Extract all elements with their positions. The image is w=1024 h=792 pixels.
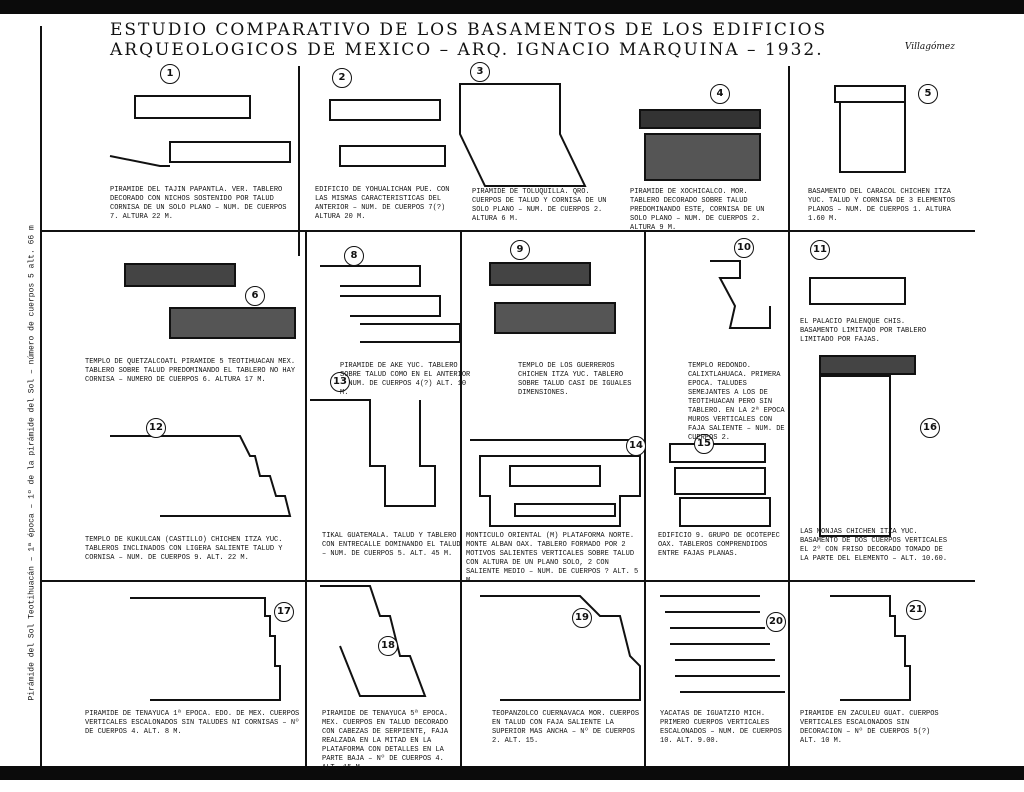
col-divider-e (644, 230, 646, 766)
plate-number: 5 (918, 84, 938, 104)
plate-caption: LAS MONJAS CHICHEN ITZA YUC. BASAMENTO D… (800, 528, 948, 563)
side-note-text: Pirámide del Sol Teotihuacán – 1ª época … (27, 225, 37, 701)
plate-number: 8 (344, 246, 364, 266)
sheet-left-frame (40, 26, 42, 766)
plate-number: 19 (572, 608, 592, 628)
bottom-border-bar (0, 766, 1024, 780)
plate-caption: YACATAS DE IGUATZIO MICH. PRIMERO CUERPO… (660, 710, 782, 745)
plate-caption: TIKAL GUATEMALA. TALUD Y TABLERO CON ENT… (322, 532, 461, 558)
plate-number: 21 (906, 600, 926, 620)
plate-caption: TEMPLO DE LOS GUERREROS CHICHEN ITZA YUC… (518, 362, 632, 397)
plate-caption: EL PALACIO PALENQUE CHIS. BASAMENTO LIMI… (800, 318, 927, 344)
plate-number: 18 (378, 636, 398, 656)
col-divider-c (305, 230, 307, 766)
plate-caption: PIRAMIDE EN ZACULEU GUAT. CUERPOS VERTIC… (800, 710, 939, 745)
plate-number: 6 (245, 286, 265, 306)
plate-caption: PIRAMIDE DE AKE YUC. TABLERO SOBRE TALUD… (340, 362, 471, 397)
plate-number: 15 (694, 434, 714, 454)
plate-caption: PIRAMIDE DE XOCHICALCO. MOR. TABLERO DEC… (630, 188, 765, 232)
col-divider-b (788, 66, 790, 766)
plate-caption: PIRAMIDE DEL TAJIN PAPANTLA. VER. TABLER… (110, 186, 287, 221)
plate-caption: TEMPLO DE KUKULCAN (CASTILLO) CHICHEN IT… (85, 536, 283, 562)
plate-caption: MONTICULO ORIENTAL (M) PLATAFORMA NORTE.… (466, 532, 639, 585)
plate-caption: TEMPLO DE QUETZALCOATL PIRAMIDE 5 TEOTIH… (85, 358, 296, 384)
top-border-bar (0, 0, 1024, 14)
plate-number: 10 (734, 238, 754, 258)
plate-number: 20 (766, 612, 786, 632)
plate-caption: EDIFICIO 9. GRUPO DE OCOTEPEC OAX. TABLE… (658, 532, 780, 558)
plate-number: 11 (810, 240, 830, 260)
plate-number: 3 (470, 62, 490, 82)
plate-caption: PIRAMIDE DE TENAYUCA 1ª EPOCA. EDO. DE M… (85, 710, 300, 736)
profile-drawings (109, 83, 916, 701)
plate-caption: TEMPLO REDONDO. CALIXTLAHUACA. PRIMERA E… (688, 362, 785, 442)
drawing-sheet: ESTUDIO COMPARATIVO DE LOS BASAMENTOS DE… (28, 16, 975, 772)
row-divider-1 (40, 230, 975, 232)
row-divider-2 (40, 580, 975, 582)
title-line-1: ESTUDIO COMPARATIVO DE LOS BASAMENTOS DE… (110, 20, 828, 40)
col-divider-a (298, 66, 300, 256)
plate-number: 1 (160, 64, 180, 84)
plate-number: 4 (710, 84, 730, 104)
plate-number: 14 (626, 436, 646, 456)
plate-number: 12 (146, 418, 166, 438)
plate-caption: PIRAMIDE DE TOLUQUILLA. QRO. CUERPOS DE … (472, 188, 607, 223)
plate-number: 9 (510, 240, 530, 260)
plate-caption: BASAMENTO DEL CARACOL CHICHEN ITZA YUC. … (808, 188, 956, 223)
side-note: Pirámide del Sol Teotihuacán – 1ª época … (12, 166, 37, 726)
plate-caption: PIRAMIDE DE TENAYUCA 5ª EPOCA. MEX. CUER… (322, 710, 449, 772)
author-signature: Villagómez (904, 42, 955, 52)
sheet-title: ESTUDIO COMPARATIVO DE LOS BASAMENTOS DE… (110, 20, 910, 60)
plate-number: 13 (330, 372, 350, 392)
col-divider-d (460, 230, 462, 766)
plate-caption: TEOPANZOLCO CUERNAVACA MOR. CUERPOS EN T… (492, 710, 640, 745)
plate-number: 17 (274, 602, 294, 622)
plate-number: 16 (920, 418, 940, 438)
plate-number: 2 (332, 68, 352, 88)
title-line-2: ARQUEOLOGICOS DE MEXICO – ARQ. IGNACIO M… (110, 40, 824, 60)
plate-caption: EDIFICIO DE YOHUALICHAN PUE. CON LAS MIS… (315, 186, 450, 221)
